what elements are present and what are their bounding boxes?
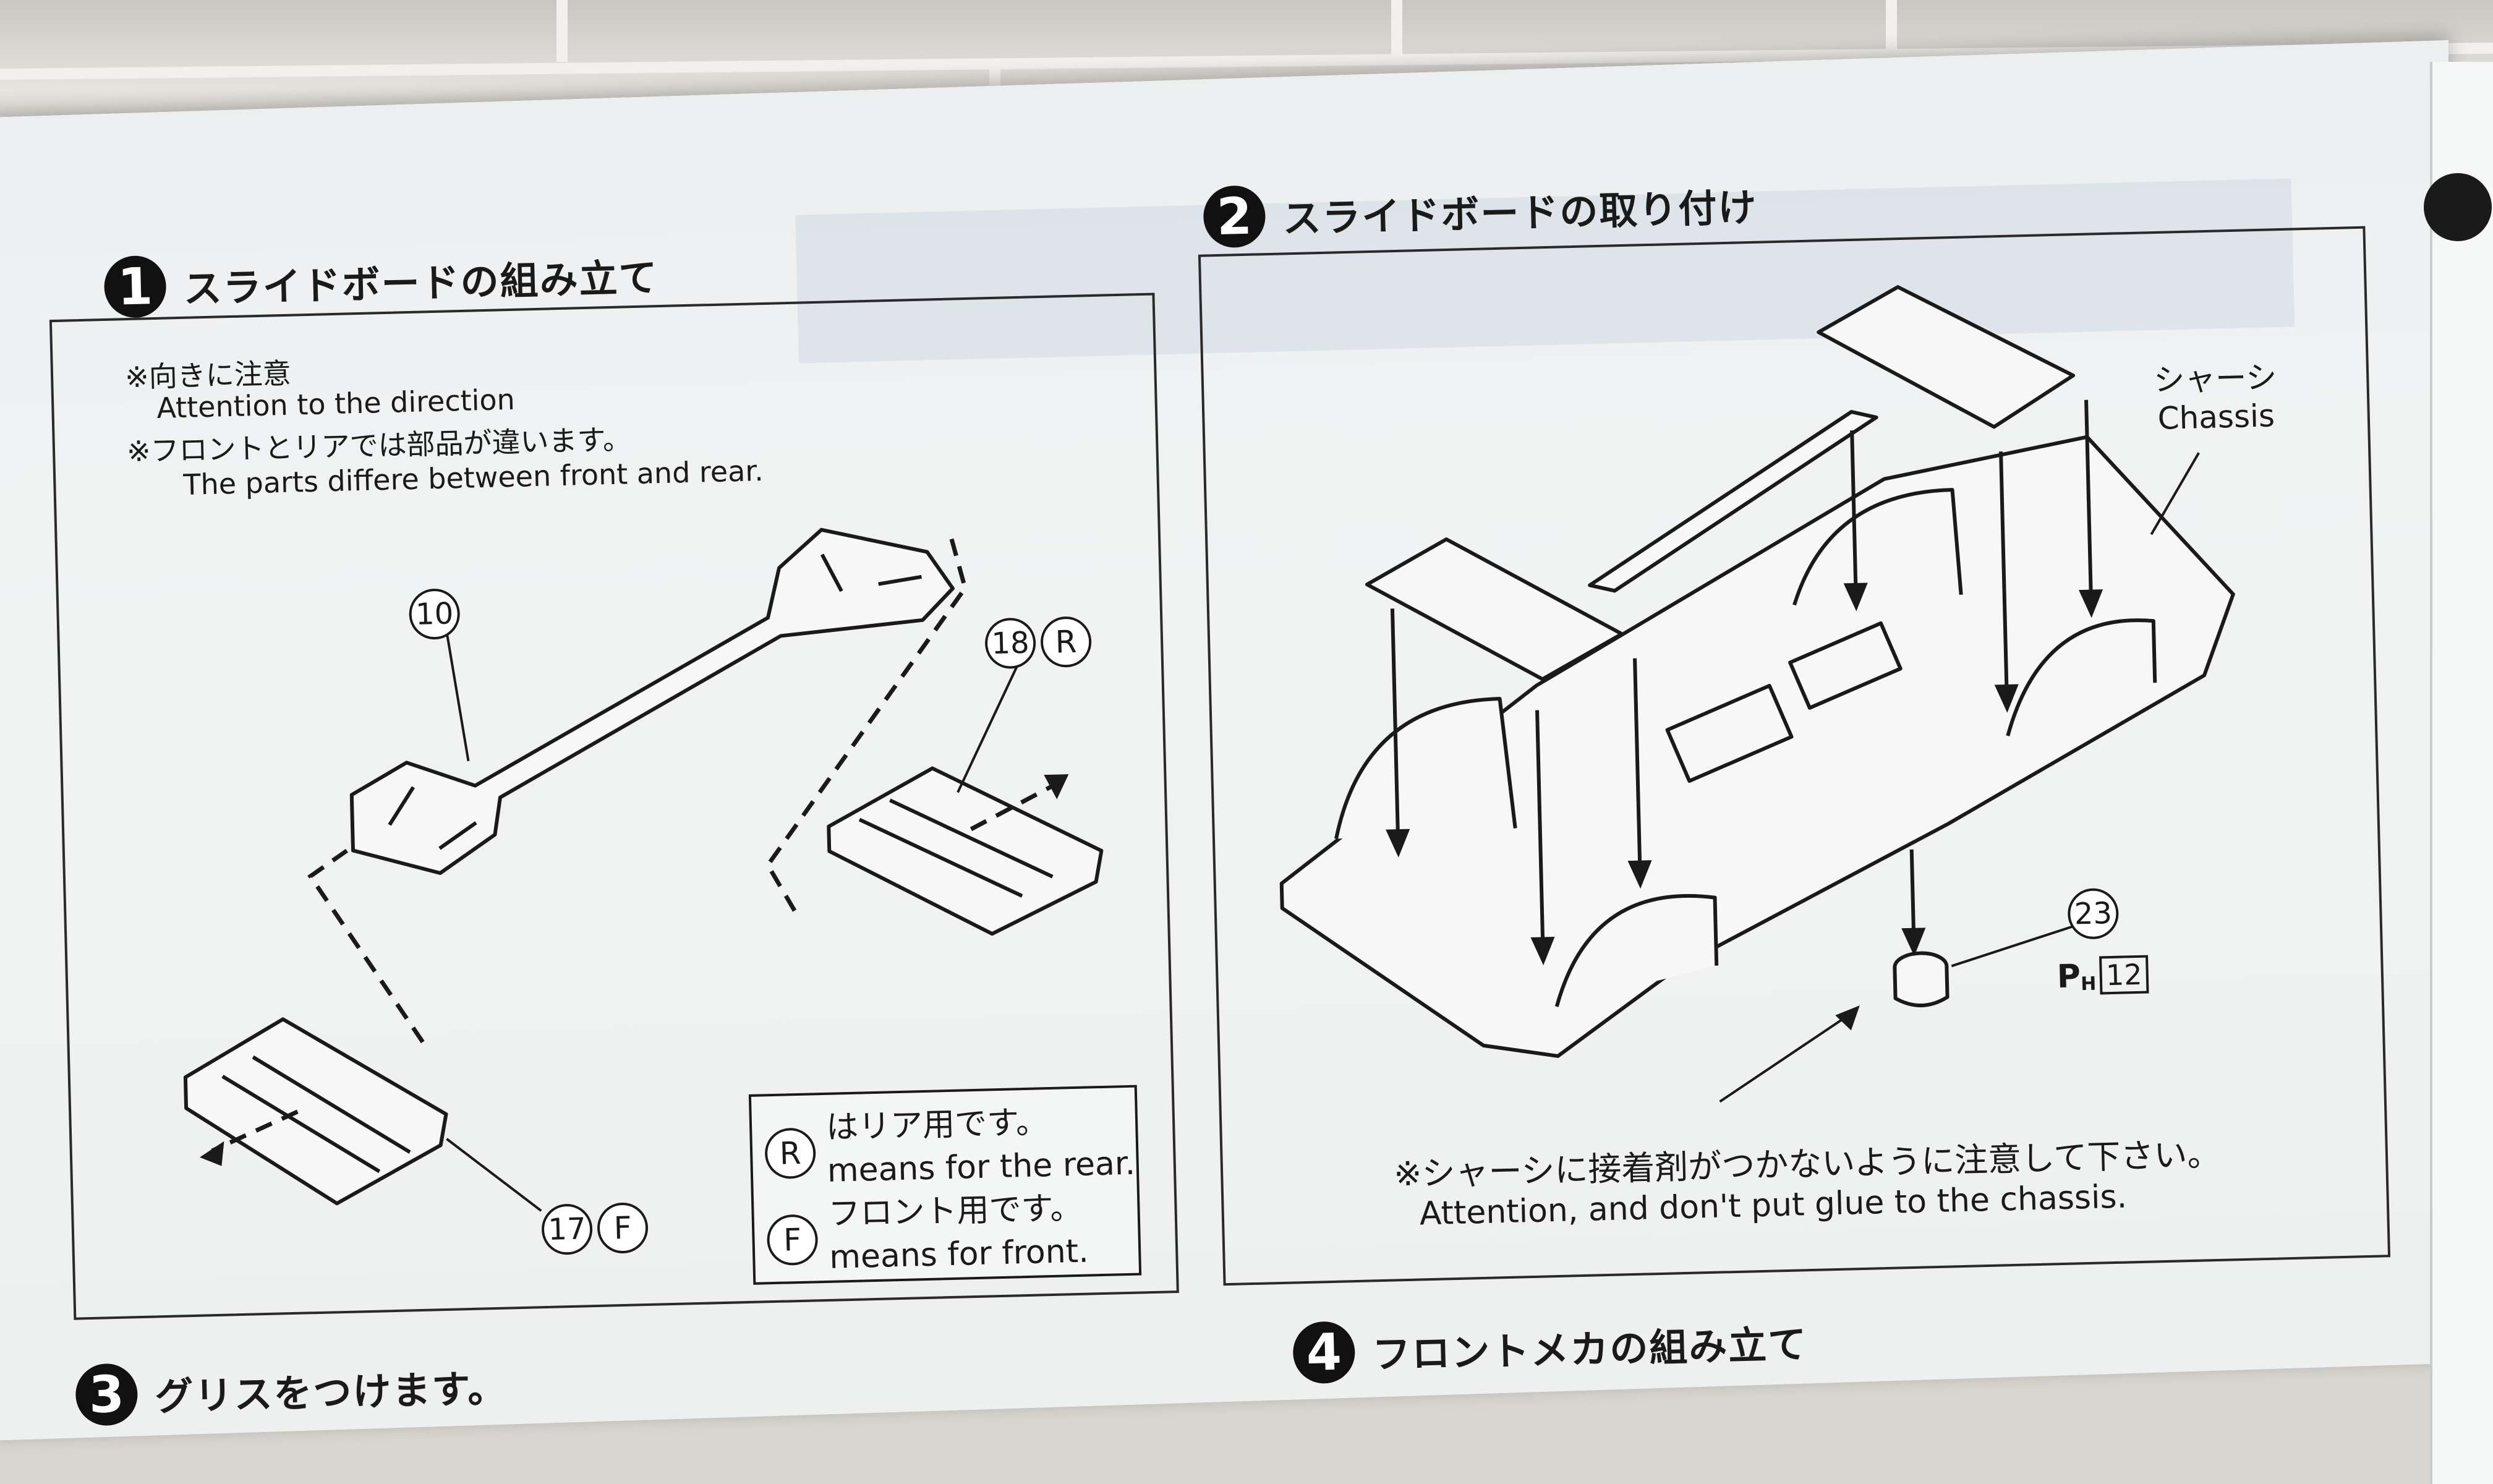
arrow-head bbox=[1044, 774, 1069, 800]
chassis-label-en: Chassis bbox=[2157, 398, 2275, 437]
leader-line-23 bbox=[1951, 924, 2075, 968]
mortar-line bbox=[556, 0, 568, 62]
rail-groove bbox=[252, 1055, 411, 1154]
slot-line bbox=[388, 786, 416, 826]
wheel-arch bbox=[1554, 893, 1719, 1007]
legend-rear-row: R はリア用です。 means for the rear. bbox=[764, 1099, 1136, 1195]
mortar-line bbox=[1391, 0, 1402, 62]
assembly-arrow bbox=[1535, 710, 1545, 945]
step-3-number: 3 bbox=[75, 1363, 138, 1426]
glue-pointer-line bbox=[1719, 1010, 1855, 1103]
legend-rear-en: means for the rear. bbox=[827, 1145, 1136, 1190]
rail-groove bbox=[858, 817, 1023, 898]
slide-board-bar bbox=[1588, 410, 1878, 593]
leader-line-17 bbox=[446, 1138, 542, 1212]
slot-line bbox=[820, 553, 843, 592]
wheel-arch bbox=[2006, 618, 2157, 736]
arrow-head bbox=[1530, 937, 1555, 966]
arrow-head bbox=[1386, 829, 1410, 858]
rear-rail-mounted bbox=[1817, 285, 2076, 429]
rail-groove bbox=[889, 798, 1054, 879]
step-4-title: フロントメカの組み立て bbox=[1371, 1321, 1809, 1378]
arrow-head bbox=[1843, 582, 1868, 612]
assembly-arrow bbox=[1999, 451, 2009, 693]
dashed-arrow-front bbox=[211, 1109, 299, 1153]
legend-front-marker: F bbox=[766, 1214, 819, 1266]
rail-part-18 bbox=[827, 766, 1104, 936]
arrow-head bbox=[1627, 860, 1652, 889]
callout-part-18: 18 R bbox=[984, 616, 1093, 670]
rail-groove bbox=[221, 1075, 381, 1174]
arrow-head bbox=[1994, 684, 2019, 713]
parts-tree-sub: H bbox=[2080, 973, 2097, 996]
rear-marker: R bbox=[1040, 616, 1093, 668]
callout-part-17: 17 F bbox=[541, 1201, 649, 1256]
slot-line bbox=[878, 574, 922, 586]
step-4-header: 4 フロントメカの組み立て bbox=[1292, 1310, 1808, 1384]
spacer-part-23-body bbox=[1893, 966, 1950, 1008]
legend-rear-jp: はリア用です。 bbox=[825, 1104, 1049, 1146]
rail-part-17 bbox=[183, 1017, 448, 1206]
arrow-head bbox=[1835, 1005, 1860, 1031]
assembly-arrow bbox=[1390, 608, 1400, 838]
part-number-17: 17 bbox=[541, 1203, 594, 1256]
legend-front-jp: フロント用です。 bbox=[827, 1189, 1083, 1233]
leader-line-18 bbox=[957, 667, 1018, 793]
part-number-18: 18 bbox=[984, 617, 1037, 670]
next-step-number bbox=[2424, 173, 2492, 241]
chassis-label-jp: シャーシ bbox=[2153, 359, 2277, 399]
mortar-line bbox=[1886, 0, 1897, 62]
part-number-10: 10 bbox=[408, 588, 461, 641]
callout-part-10: 10 bbox=[408, 588, 461, 641]
chassis-recess bbox=[1788, 621, 1903, 710]
legend-rear-marker: R bbox=[764, 1127, 817, 1180]
part-number-23: 23 bbox=[2067, 887, 2120, 940]
arrow-head bbox=[1901, 927, 1926, 957]
assembly-diagram bbox=[183, 285, 2235, 1212]
parts-tree-ref: P H 12 bbox=[2056, 955, 2149, 996]
dashed-guide-front bbox=[307, 848, 428, 1048]
next-page-edge bbox=[2430, 62, 2493, 1484]
dashed-arrow-rear bbox=[970, 782, 1058, 832]
assembly-arrow-spacer bbox=[1909, 849, 1916, 936]
manual-content: 1 スライドボードの組み立て 2 スライドボードの取り付け ※向きに注意 Att… bbox=[49, 178, 2391, 1426]
leader-line-10 bbox=[445, 631, 470, 762]
parts-tree-number: 12 bbox=[2099, 955, 2149, 995]
slot-line bbox=[438, 821, 477, 850]
chassis-label: シャーシ Chassis bbox=[2154, 358, 2278, 438]
assembly-arrow bbox=[1850, 430, 1858, 592]
arrow-head bbox=[200, 1141, 224, 1166]
wheel-arch bbox=[1334, 697, 1517, 840]
step-4-number: 4 bbox=[1292, 1321, 1356, 1384]
arrow-head bbox=[2078, 589, 2103, 618]
assembly-arrow bbox=[2084, 399, 2093, 598]
step-3-header: 3 グリスをつけます。 bbox=[75, 1354, 508, 1426]
callout-part-23: 23 bbox=[2067, 887, 2120, 940]
legend-front-en: means for front. bbox=[829, 1232, 1089, 1276]
parts-tree-letter: P bbox=[2056, 958, 2081, 996]
step-3-title: グリスをつけます。 bbox=[154, 1365, 508, 1420]
chassis-recess bbox=[1665, 683, 1794, 783]
leader-line-chassis bbox=[2150, 452, 2200, 535]
assembly-arrow bbox=[1633, 658, 1642, 869]
rf-legend-box: R はリア用です。 means for the rear. F フロント用です。… bbox=[748, 1085, 1142, 1285]
legend-front-row: F フロント用です。 means for front. bbox=[766, 1187, 1089, 1281]
front-rail-mounted bbox=[1365, 537, 1624, 681]
slide-board-part-10 bbox=[349, 527, 955, 876]
front-marker: F bbox=[597, 1201, 649, 1254]
